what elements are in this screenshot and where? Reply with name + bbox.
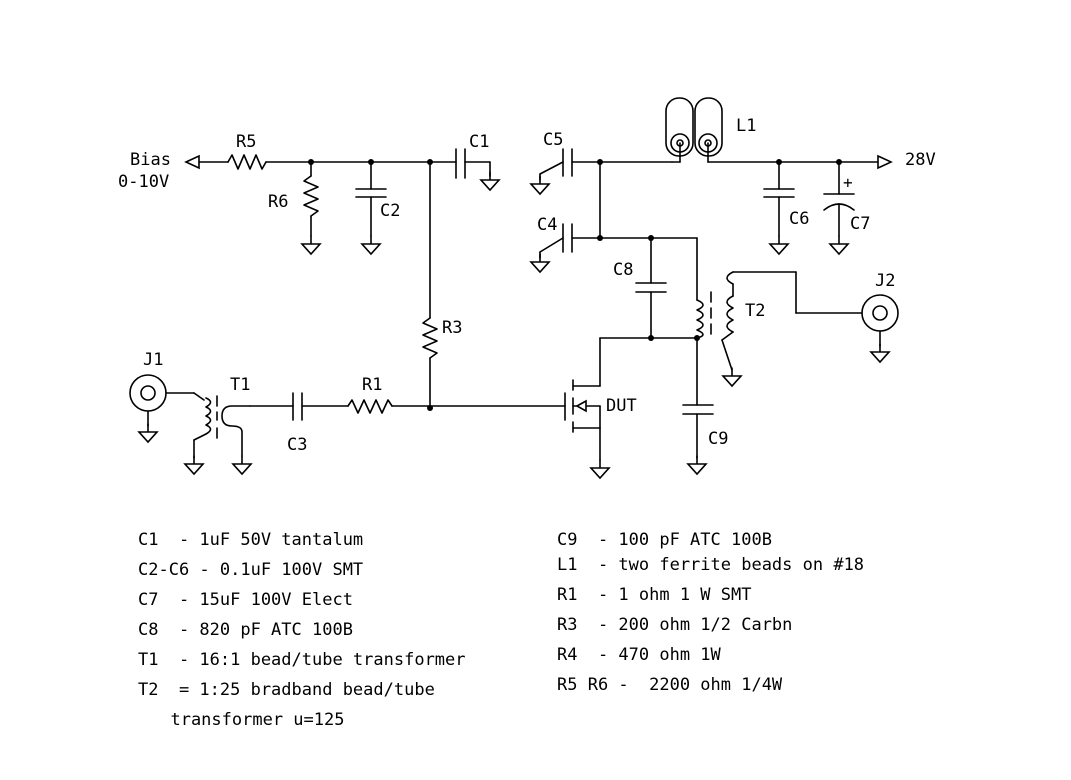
junction-dot — [597, 159, 603, 165]
capacitor-c7 — [823, 161, 855, 255]
c7-label: C7 — [850, 214, 870, 234]
dut-label: DUT — [606, 396, 637, 416]
c6-label: C6 — [789, 209, 809, 229]
resistor-r5 — [227, 154, 457, 170]
parts-list-line: L1 - two ferrite beads on #18 — [557, 555, 864, 575]
junction-dot — [648, 235, 654, 241]
parts-list-line: R4 - 470 ohm 1W — [557, 645, 722, 665]
r6-label: R6 — [268, 192, 288, 212]
junction-dot — [694, 335, 700, 341]
parts-list-line: C7 - 15uF 100V Elect — [138, 590, 353, 610]
bias-range-label: 0-10V — [118, 172, 169, 192]
parts-list-line: C8 - 820 pF ATC 100B — [138, 620, 353, 640]
c8-label: C8 — [613, 260, 633, 280]
c1-label: C1 — [469, 132, 489, 152]
c4-label: C4 — [537, 215, 557, 235]
supply-label: 28V — [905, 150, 936, 170]
j1-label: J1 — [143, 350, 163, 370]
j2-label: J2 — [875, 271, 895, 291]
junction-dot — [597, 235, 603, 241]
parts-list-line: R3 - 200 ohm 1/2 Carbn — [557, 615, 792, 635]
inductor-l1 — [665, 97, 879, 163]
parts-list-line: T1 - 16:1 bead/tube transformer — [138, 650, 466, 670]
r5-label: R5 — [236, 132, 256, 152]
capacitor-c9 — [682, 404, 714, 475]
resistor-r1 — [347, 399, 566, 414]
capacitor-c4 — [530, 161, 698, 273]
transformer-t2 — [696, 237, 863, 406]
parts-list-right: C9 - 100 pF ATC 100B L1 - two ferrite be… — [557, 530, 864, 695]
connector-j1 — [129, 374, 205, 443]
capacitor-c5 — [530, 148, 673, 195]
parts-list-line: C1 - 1uF 50V tantalum — [138, 530, 363, 550]
c9-label: C9 — [708, 429, 728, 449]
parts-list-left: C1 - 1uF 50V tantalum C2-C6 - 0.1uF 100V… — [138, 530, 466, 730]
t2-label: T2 — [745, 301, 765, 321]
transistor-dut — [564, 337, 610, 479]
r3-label: R3 — [442, 318, 462, 338]
parts-list-line: transformer u=125 — [150, 710, 344, 730]
capacitor-c3 — [249, 392, 349, 421]
capacitor-c8 — [635, 237, 667, 339]
bias-label: Bias — [130, 150, 171, 170]
c2-label: C2 — [380, 201, 400, 221]
parts-list-line: R1 - 1 ohm 1 W SMT — [557, 585, 751, 605]
supply-output-port — [877, 154, 893, 170]
junction-dot — [427, 159, 433, 165]
connector-j2 — [861, 294, 899, 363]
parts-list-line: C2-C6 - 0.1uF 100V SMT — [138, 560, 363, 580]
c5-label: C5 — [543, 130, 563, 150]
junction-dot — [836, 159, 842, 165]
parts-list-line: R5 R6 - 2200 ohm 1/4W — [557, 675, 783, 695]
r1-label: R1 — [362, 375, 382, 395]
c7-plus-label: + — [843, 173, 853, 192]
junction-dot — [308, 159, 314, 165]
resistor-r6 — [301, 161, 321, 255]
t1-label: T1 — [230, 375, 250, 395]
capacitor-c2 — [355, 161, 387, 255]
junction-dot — [776, 159, 782, 165]
parts-list-line: C9 - 100 pF ATC 100B — [557, 530, 772, 550]
capacitor-c1 — [455, 148, 500, 191]
parts-list-line: T2 = 1:25 bradband bead/tube — [138, 680, 435, 700]
bias-input-port — [184, 154, 229, 170]
c3-label: C3 — [287, 435, 307, 455]
junction-dot — [368, 159, 374, 165]
capacitor-c6 — [763, 161, 795, 255]
resistor-r3 — [422, 161, 438, 409]
l1-label: L1 — [736, 116, 756, 136]
transformer-t1 — [184, 395, 252, 475]
junction-dot — [648, 335, 654, 341]
